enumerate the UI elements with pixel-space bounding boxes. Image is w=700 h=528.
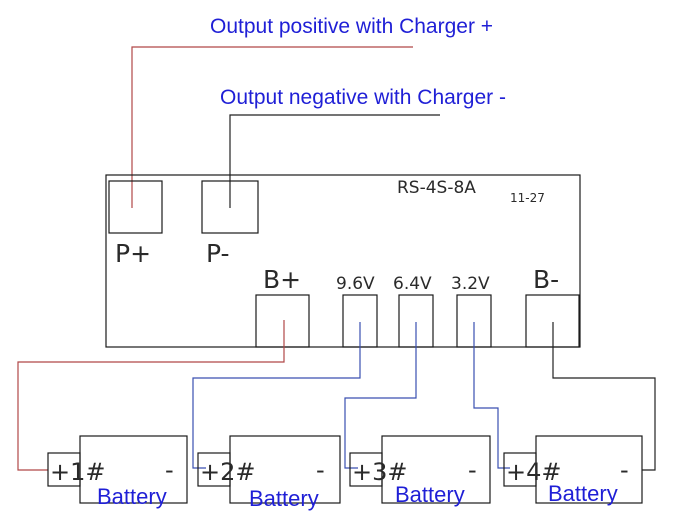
wire-b-plus-to-battery-1 xyxy=(17,320,285,471)
output-positive-label: Output positive with Charger + xyxy=(210,15,493,38)
pad-6-4v-label: 6.4V xyxy=(393,274,432,294)
battery-4-minus: - xyxy=(620,456,629,484)
battery-2-minus: - xyxy=(316,456,325,484)
battery-3-body xyxy=(381,435,491,504)
board-model-suffix: 11-27 xyxy=(510,191,545,205)
battery-1-label: Battery xyxy=(97,484,167,509)
board-model: RS-4S-8A xyxy=(397,178,476,198)
battery-3: +3# - Battery xyxy=(349,435,491,507)
battery-3-minus: - xyxy=(468,456,477,484)
wire-6-4v xyxy=(344,322,417,469)
battery-4-body xyxy=(535,435,643,504)
battery-2-id: +2# xyxy=(200,458,256,486)
wire-b-minus xyxy=(552,322,656,471)
battery-1: +1# - Battery xyxy=(47,435,188,509)
pad-p-minus-label: P- xyxy=(206,239,230,268)
pad-9-6v-label: 9.6V xyxy=(336,274,375,294)
wire-3-2v xyxy=(473,322,510,469)
pad-b-plus xyxy=(255,294,310,348)
pad-p-plus-label: P+ xyxy=(115,239,151,268)
pad-b-minus-label: B- xyxy=(533,265,559,294)
battery-3-label: Battery xyxy=(395,482,465,507)
pad-p-plus xyxy=(108,180,163,234)
battery-1-minus: - xyxy=(165,456,174,484)
pad-b-plus-label: B+ xyxy=(263,265,301,294)
battery-2-label: Battery xyxy=(249,486,319,511)
battery-2: +2# - Battery xyxy=(197,435,341,511)
battery-4: +4# - Battery xyxy=(503,435,643,506)
output-negative-label: Output negative with Charger - xyxy=(220,86,506,109)
battery-1-id: +1# xyxy=(50,458,106,486)
battery-2-body xyxy=(229,435,341,504)
pad-3-2v-label: 3.2V xyxy=(451,274,490,294)
battery-4-id: +4# xyxy=(506,458,562,486)
output-positive-leader xyxy=(131,46,413,208)
battery-3-id: +3# xyxy=(352,458,408,486)
output-negative-leader xyxy=(229,114,440,208)
pad-p-minus xyxy=(201,180,259,234)
battery-1-body xyxy=(79,435,188,504)
wire-9-6v xyxy=(192,322,361,469)
battery-4-label: Battery xyxy=(548,481,618,506)
